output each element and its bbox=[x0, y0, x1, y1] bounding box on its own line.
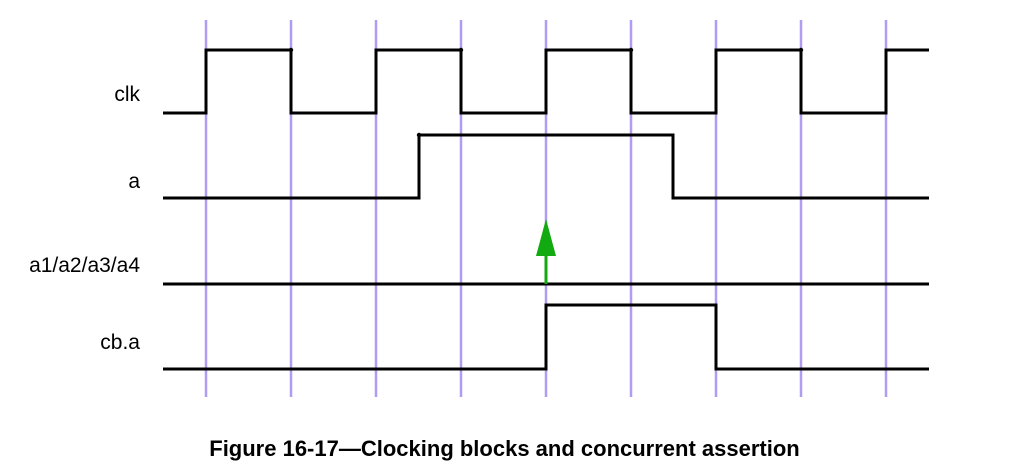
wave-corner-dot-3 bbox=[628, 47, 634, 53]
signal-label-a: a bbox=[128, 170, 140, 193]
wave-corner-dot-2 bbox=[458, 47, 464, 53]
assertion-arrow bbox=[536, 219, 556, 284]
signal-label-cb-a: cb.a bbox=[100, 331, 140, 354]
wave-corner-dot-5 bbox=[416, 132, 422, 138]
waveform-cb-a bbox=[163, 303, 929, 371]
waveform-clk bbox=[163, 48, 929, 115]
assertion-arrow-head bbox=[536, 219, 556, 256]
signal-label-a1-a2-a3-a4: a1/a2/a3/a4 bbox=[29, 254, 140, 277]
wave-corner-dot-4 bbox=[798, 47, 804, 53]
waveform-a bbox=[163, 133, 929, 200]
figure-caption: Figure 16-17—Clocking blocks and concurr… bbox=[209, 436, 800, 461]
signal-label-clk: clk bbox=[114, 83, 140, 106]
wave-corner-dot-1 bbox=[288, 47, 294, 53]
